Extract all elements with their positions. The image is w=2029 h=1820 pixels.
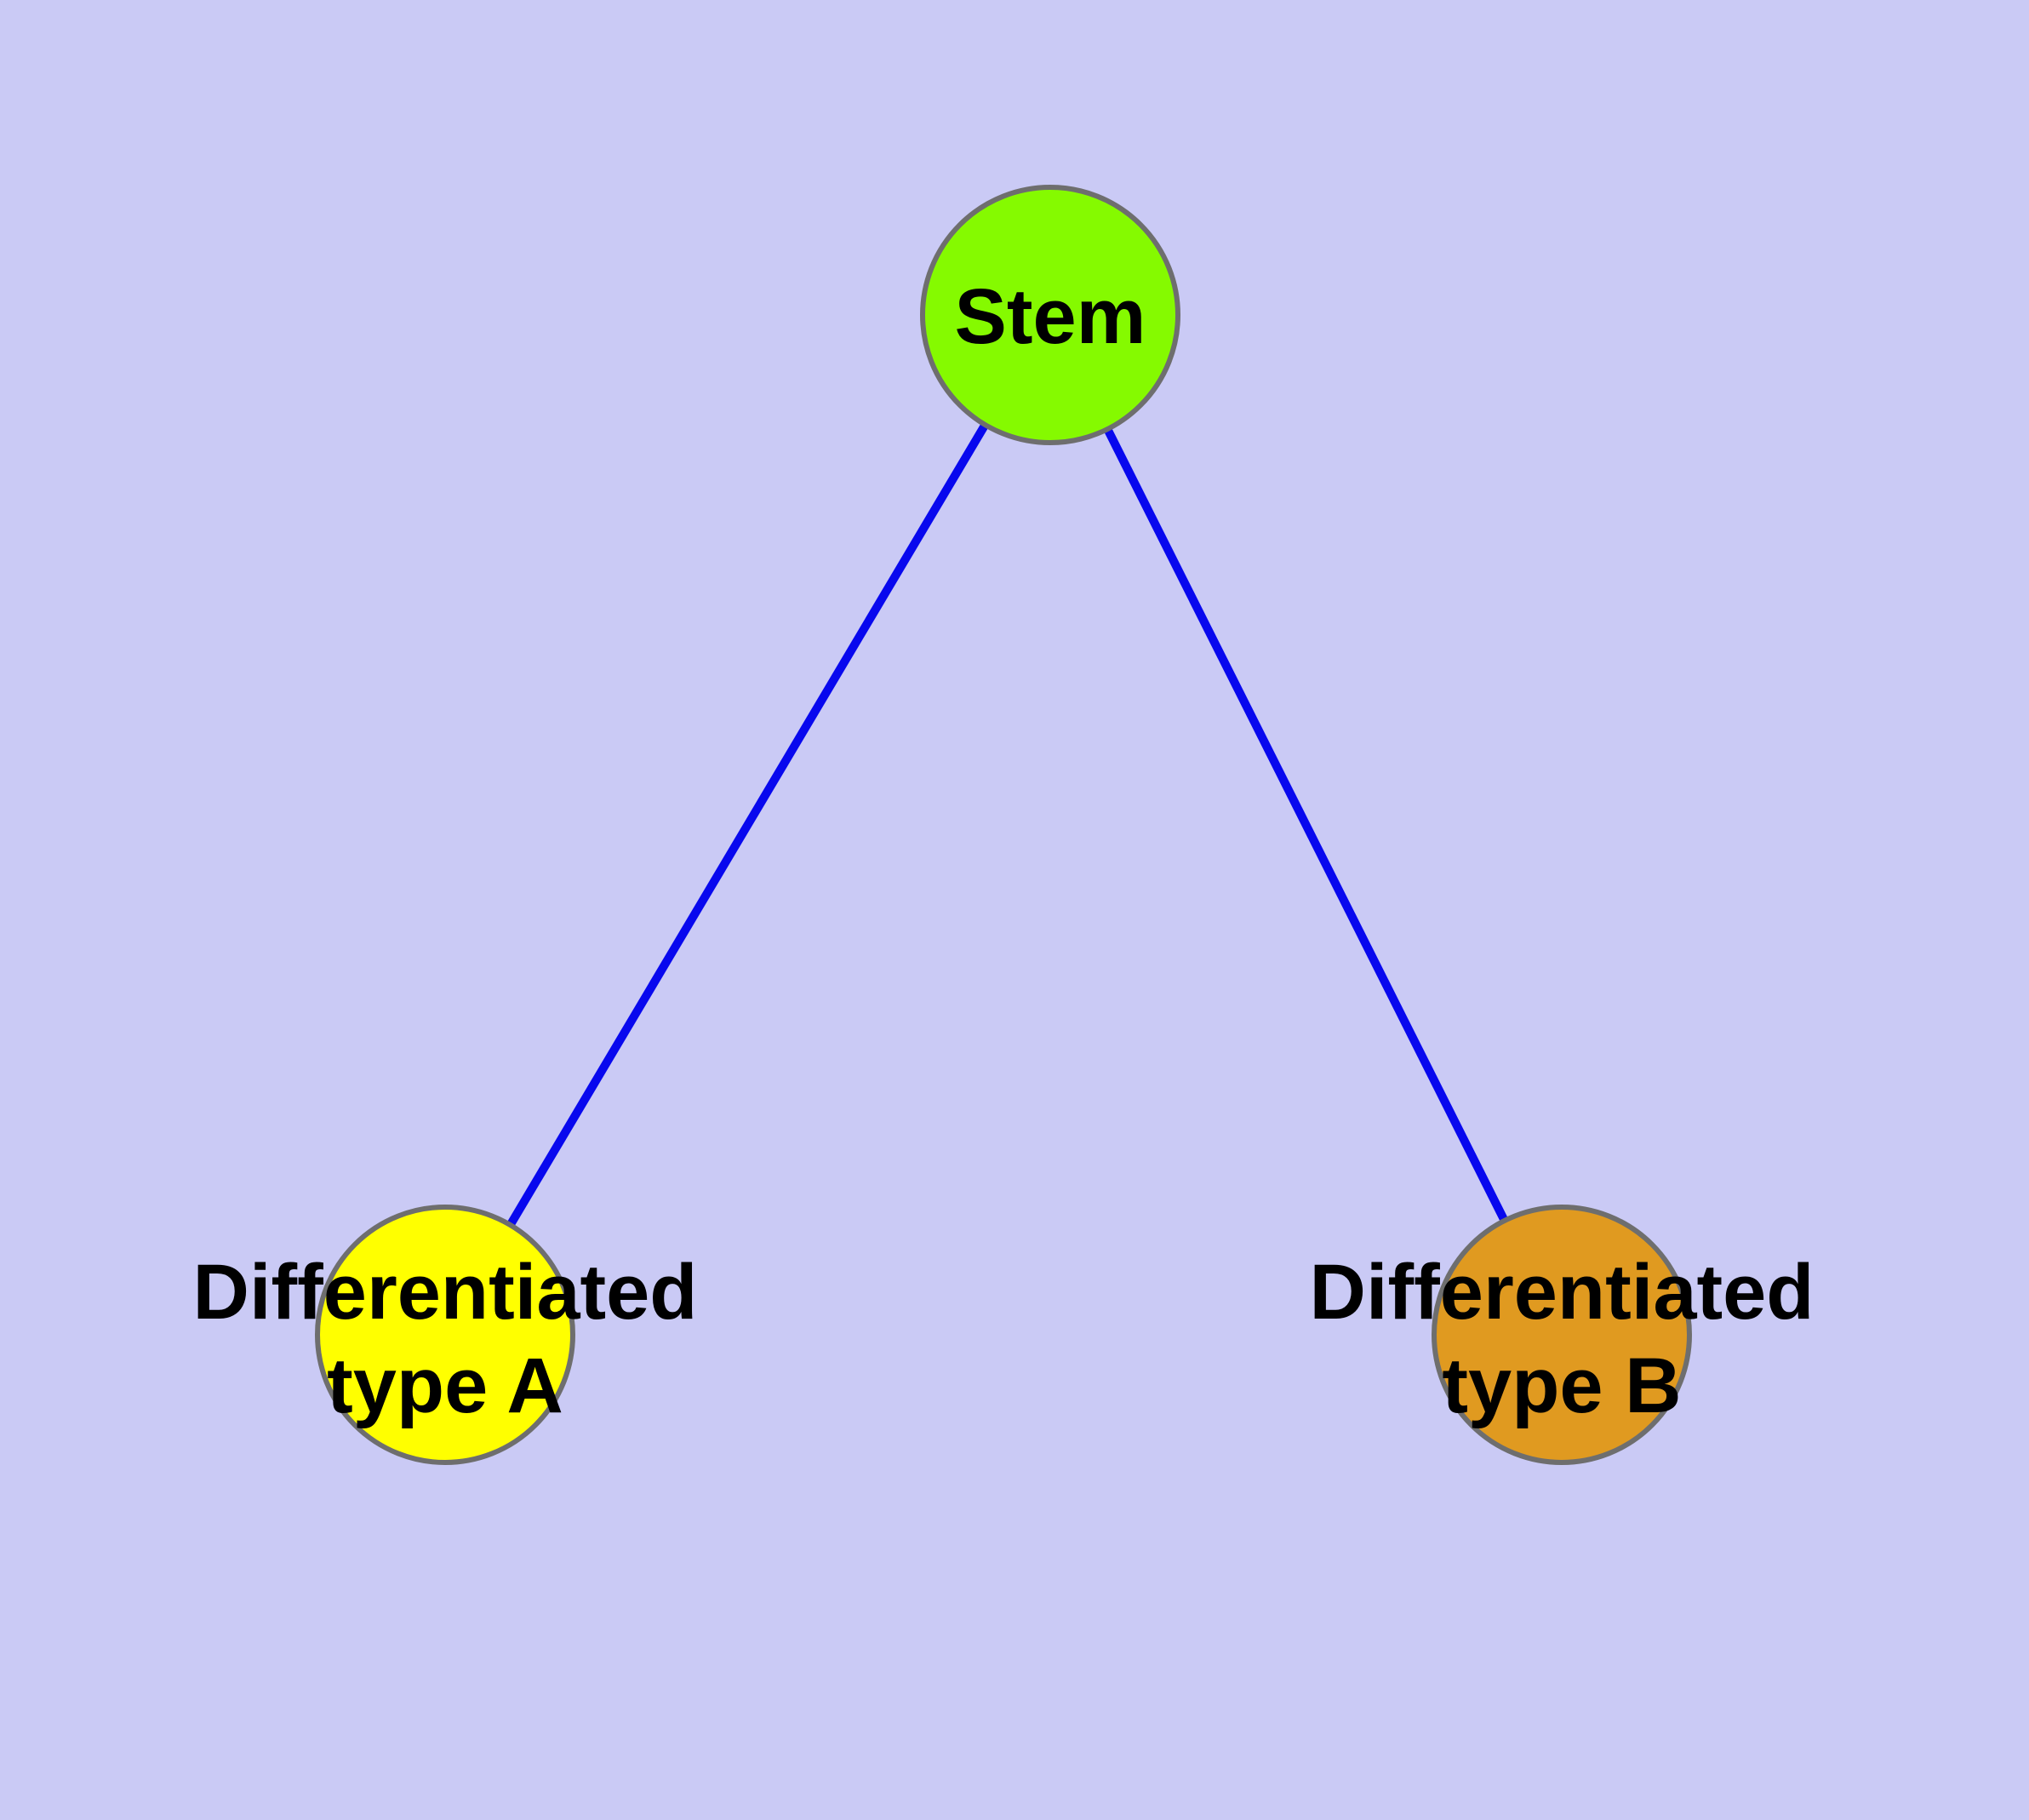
node-stem-circle xyxy=(920,185,1180,445)
node-differentiated-type-a-label-line1: Differentiated xyxy=(193,1249,698,1336)
edge-stem-to-type-a xyxy=(441,312,1055,1337)
node-differentiated-type-b-circle xyxy=(1432,1205,1692,1465)
node-differentiated-type-b-label-line2: type B xyxy=(1442,1342,1681,1429)
edge-stem-to-type-b xyxy=(1046,312,1566,1337)
node-differentiated-type-a: Differentiated type A xyxy=(193,1205,698,1465)
node-differentiated-type-a-circle xyxy=(315,1205,575,1465)
node-differentiated-type-b: Differentiated type B xyxy=(1310,1205,1815,1465)
node-stem-label: Stem xyxy=(955,273,1146,360)
node-differentiated-type-a-label-line2: type A xyxy=(327,1342,563,1429)
node-stem: Stem xyxy=(920,185,1180,445)
node-differentiated-type-b-label-line1: Differentiated xyxy=(1310,1249,1815,1336)
